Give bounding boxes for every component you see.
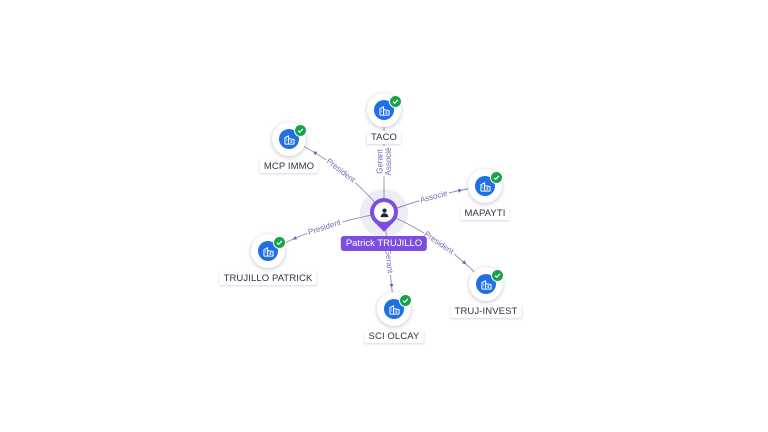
edge-label-mcp-immo: President (325, 157, 358, 185)
edge-label-truj-invest: President (423, 229, 457, 256)
center-label: Patrick TRUJILLO (340, 236, 428, 251)
edge-arrow-icon (389, 283, 394, 288)
edge-label-background (421, 228, 457, 258)
edge-arrow-icon (292, 235, 297, 240)
node-label: TRUJ-INVEST (450, 305, 522, 318)
node-label: MAPAYTI (460, 207, 510, 220)
node-label: MCP IMMO (259, 160, 319, 173)
building-icon (475, 176, 495, 196)
edge-arrow-icon (457, 188, 463, 193)
edge-label-sci-olcay: Gerant (383, 248, 395, 274)
building-icon (258, 241, 278, 261)
edge-label-background (418, 188, 450, 205)
verified-check-icon (273, 236, 286, 249)
edge-arrow-icon (312, 151, 318, 156)
edge-label-background (323, 155, 359, 186)
person-icon (374, 202, 394, 222)
edge-label-mapayti: Associe (419, 188, 449, 204)
verified-check-icon (491, 269, 504, 282)
verified-check-icon (490, 171, 503, 184)
edge-label-background (375, 145, 393, 177)
node-label: TRUJILLO PATRICK (219, 272, 317, 285)
edge-label-background (383, 247, 395, 276)
edge-label-taco: GerantAssocié (375, 147, 393, 176)
verified-check-icon (294, 124, 307, 137)
node-label: TACO (366, 131, 402, 144)
building-icon (476, 274, 496, 294)
edge-label-background (306, 217, 344, 238)
building-icon (279, 129, 299, 149)
edge-arrow-icon (461, 260, 467, 265)
verified-check-icon (389, 95, 402, 108)
building-icon (374, 100, 394, 120)
verified-check-icon (399, 294, 412, 307)
building-icon (384, 299, 404, 319)
node-label: SCI OLCAY (364, 330, 424, 343)
edge-label-trujillo-patrick: President (307, 217, 343, 236)
